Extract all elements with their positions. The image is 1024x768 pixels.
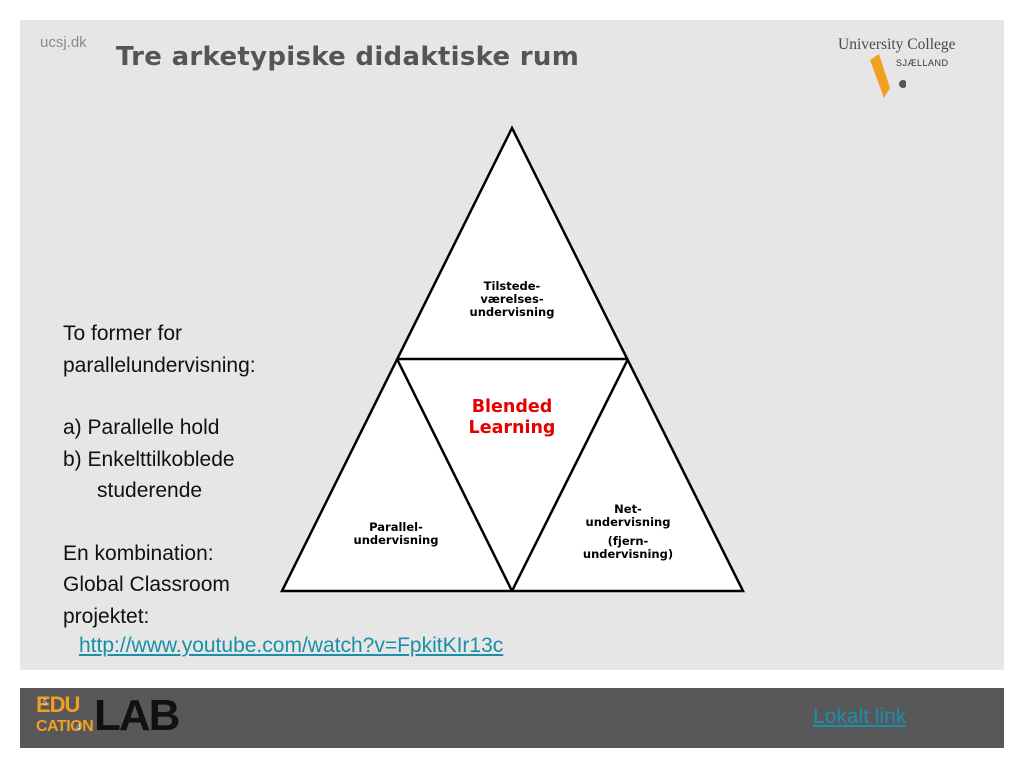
site-label: ucsj.dk <box>40 34 87 51</box>
text-line: Global Classroom <box>63 573 230 596</box>
edu-text: EDU <box>36 692 80 717</box>
university-college-logo: University College SJÆLLAND <box>838 36 988 106</box>
label-line: Parallel- <box>369 520 423 534</box>
text-line: b) Enkelttilkoblede <box>63 447 235 471</box>
logo-mark-icon <box>870 54 906 98</box>
label-line: undervisning <box>585 515 671 529</box>
slide-number: 5 <box>43 698 48 707</box>
label-line: Learning <box>468 418 556 438</box>
label-line: undervisning) <box>582 547 674 561</box>
label-line: Net- <box>614 502 642 516</box>
diagram-top-label: Tilstede- værelses- undervisning <box>452 280 572 319</box>
text-line: parallelundervisning: <box>63 353 256 377</box>
diagram-left-label: Parallel- undervisning <box>336 521 456 547</box>
label-line: værelses- <box>480 292 544 306</box>
label-line: Tilstede- <box>483 279 541 293</box>
left-text-block: To former for parallelundervisning: a) P… <box>63 318 256 632</box>
footer-date: 4 <box>76 722 82 732</box>
text-line: studerende <box>97 479 203 502</box>
cation-text: CATION <box>36 718 94 735</box>
lab-text: LAB <box>94 691 180 740</box>
text-line: En kombination: <box>63 541 214 565</box>
label-line: (fjern- <box>607 534 649 548</box>
logo-sub: SJÆLLAND <box>896 58 949 68</box>
blended-learning-label: Blended Learning <box>450 397 574 439</box>
edulab-logo: EDU CATION LAB 5 4 <box>36 691 180 740</box>
youtube-link[interactable]: http://www.youtube.com/watch?v=FpkitKIr1… <box>79 634 504 657</box>
local-link[interactable]: Lokalt link <box>813 705 907 728</box>
text-line: To former for <box>63 322 183 345</box>
diagram-right-label: Net- undervisning (fjern- undervisning) <box>568 503 688 561</box>
footer-bar <box>20 688 1004 748</box>
label-line: undervisning <box>469 305 555 319</box>
logo-name: University College <box>838 36 956 53</box>
page-title: Tre arketypiske didaktiske rum <box>116 42 580 72</box>
text-line: projektet: <box>63 604 150 628</box>
label-line: undervisning <box>353 533 439 547</box>
text-line: a) Parallelle hold <box>63 416 220 439</box>
label-line: Blended <box>471 397 553 417</box>
